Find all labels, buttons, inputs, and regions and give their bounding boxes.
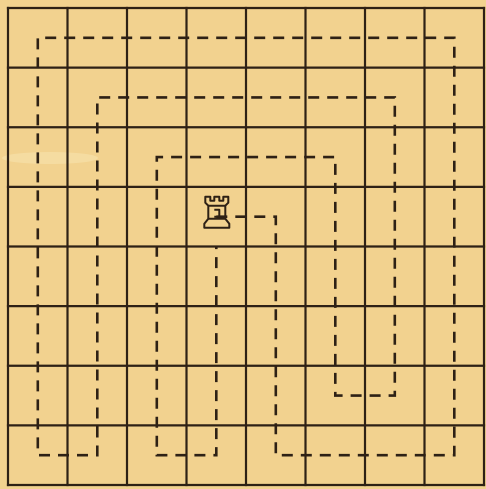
- paper-stain: [2, 152, 98, 164]
- board-grid: [8, 8, 484, 485]
- rook-icon: [204, 197, 229, 228]
